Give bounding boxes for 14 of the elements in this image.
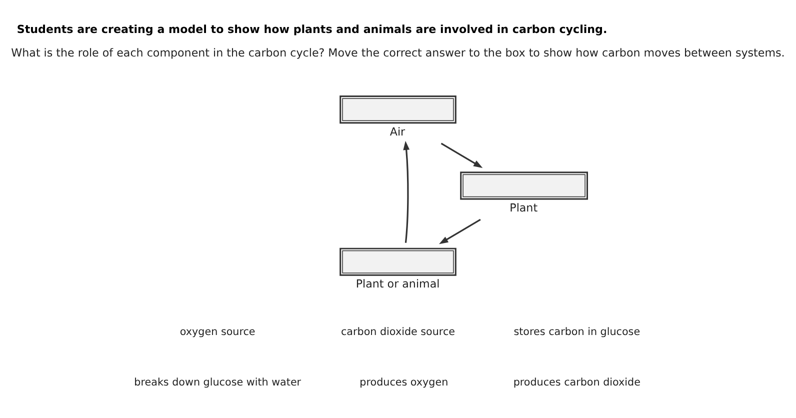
arrow	[439, 218, 481, 244]
node-label: Air	[390, 125, 406, 138]
label: What is the role of each component in the carbon cycle? Move the correct answer to the box to show how carbon moves between systems.	[11, 46, 785, 60]
arrow	[440, 142, 483, 168]
label: produces oxygen	[360, 376, 448, 388]
label: carbon dioxide source	[340, 326, 456, 338]
arrow	[403, 140, 410, 243]
label: oxygen source	[180, 326, 256, 338]
node-label: Plant	[510, 202, 538, 215]
label: produces carbon dioxide	[513, 376, 640, 388]
node-label: Plant or animal	[356, 278, 440, 291]
diagram-title: Students are creating a model to show how plants and animals are involved in carbon cycling.	[16, 23, 608, 36]
label: stores carbon in glucose	[514, 326, 640, 338]
label: breaks down glucose with water	[134, 376, 302, 388]
